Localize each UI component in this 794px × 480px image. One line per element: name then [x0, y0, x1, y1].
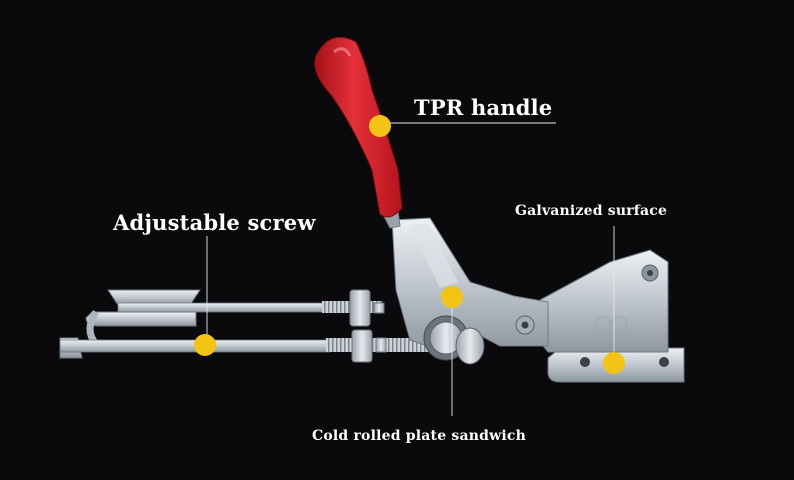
adjusting-nuts: [349, 289, 387, 363]
tpr-handle-label: TPR handle: [414, 95, 553, 120]
pivot-washer: [423, 315, 485, 365]
galvanized-surface-label: Galvanized surface: [515, 203, 668, 219]
tpr-handle: [314, 36, 403, 229]
body-plates: [391, 217, 549, 353]
plate-marker: [441, 286, 463, 308]
callout-markers: [194, 115, 625, 374]
callout-lines: [206, 122, 615, 416]
surface-marker: [603, 352, 625, 374]
cold-rolled-plate-label: Cold rolled plate sandwich: [312, 428, 527, 444]
adjustable-screw-label: Adjustable screw: [113, 210, 316, 235]
handle-marker: [369, 115, 391, 137]
upper-rod: [117, 301, 382, 313]
screw-marker: [194, 334, 216, 356]
